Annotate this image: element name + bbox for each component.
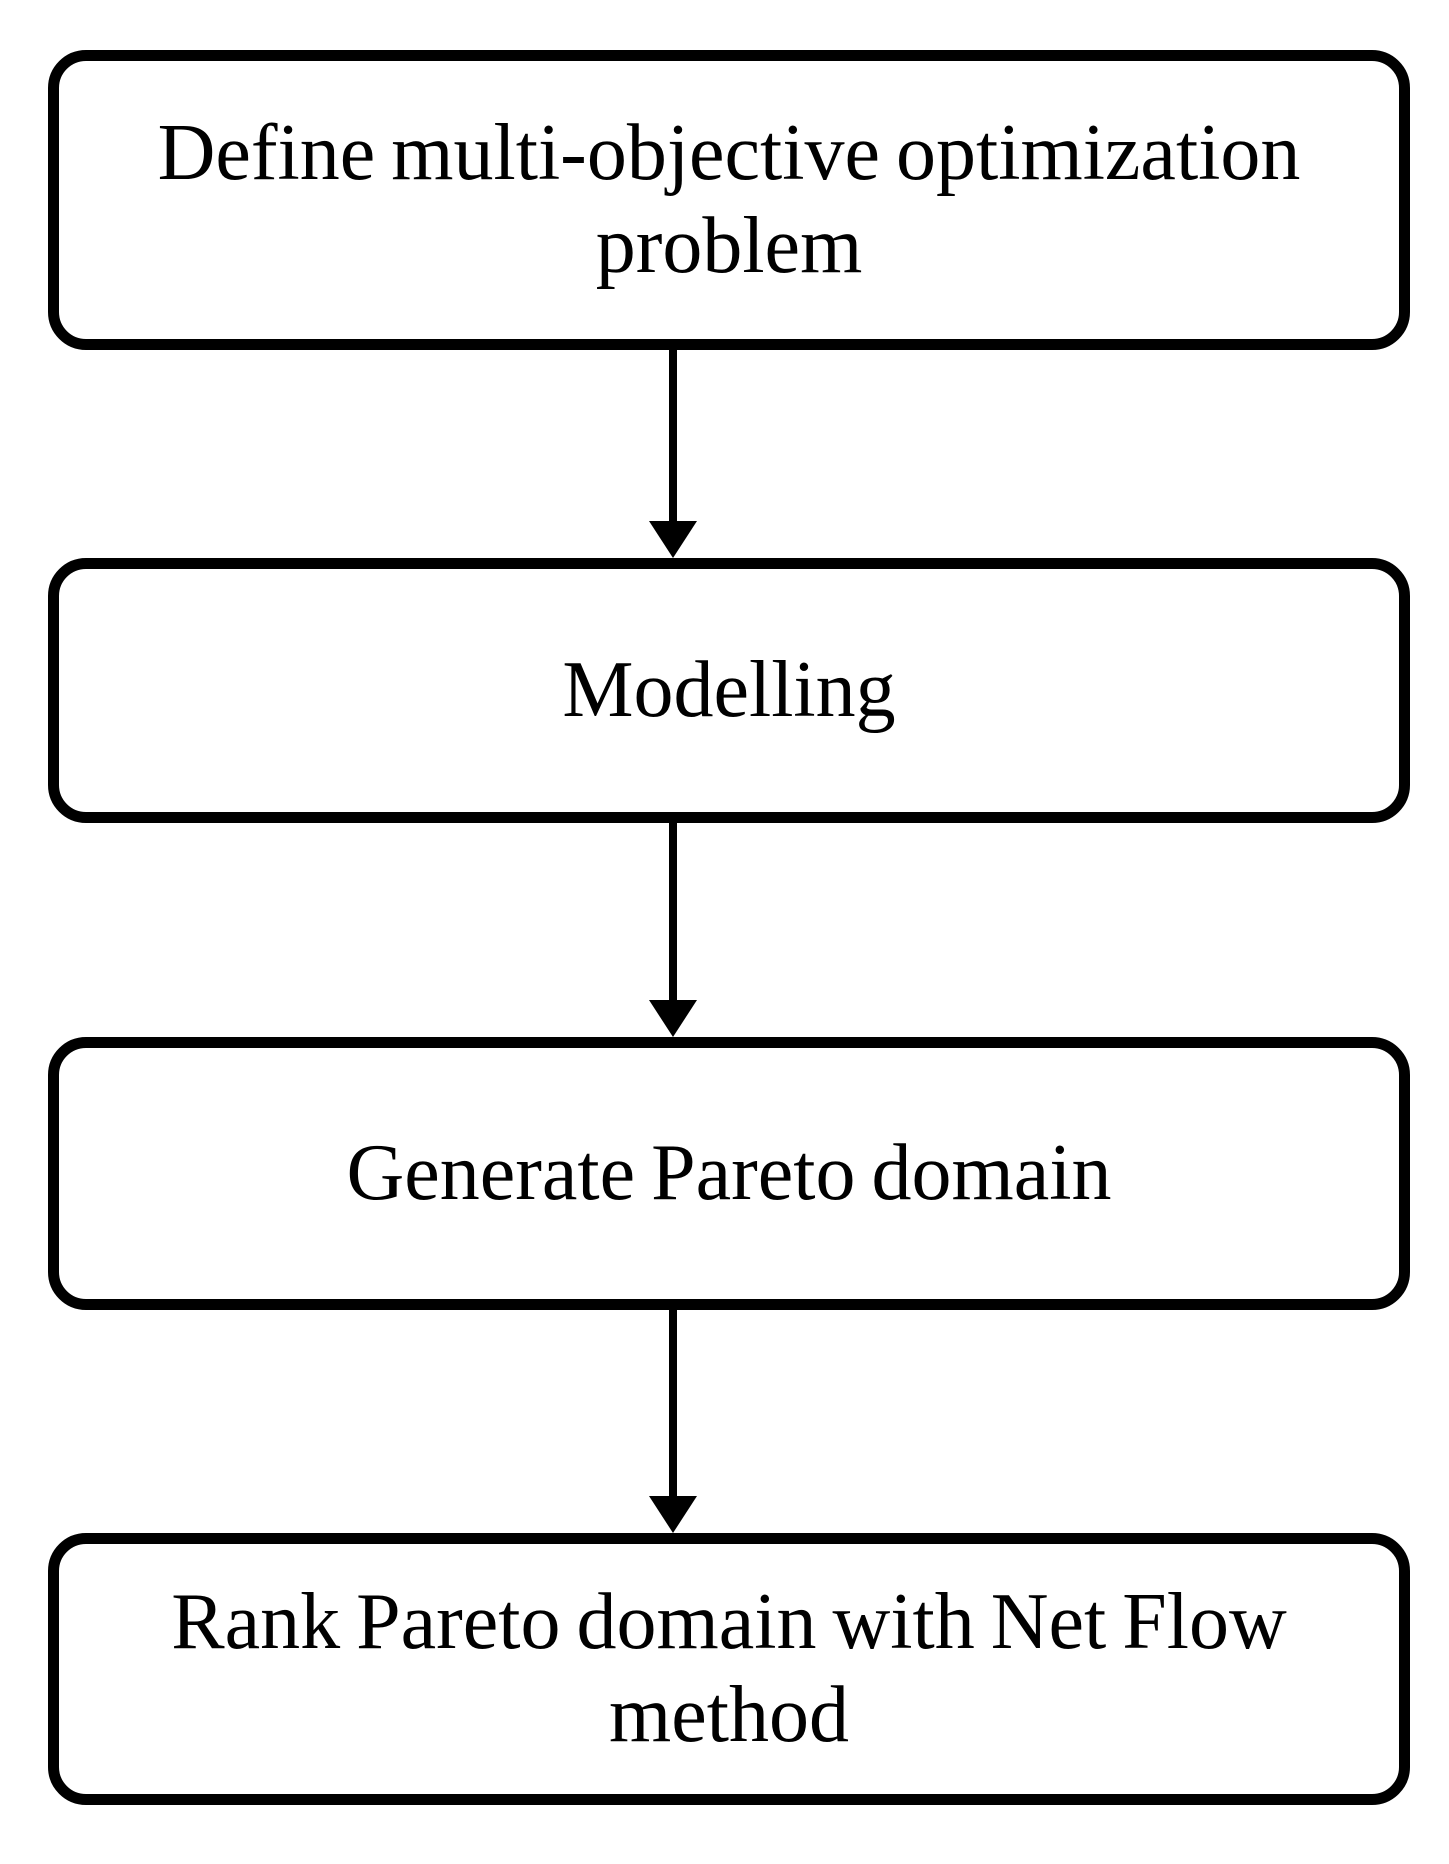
flowchart-node-rank-pareto-domain: Rank Pareto domain with Net Flow method <box>48 1533 1410 1805</box>
flowchart-node-define-problem: Define multi-objective optimization prob… <box>48 50 1410 350</box>
node-label-rank-pareto-domain: Rank Pareto domain with Net Flow method <box>171 1578 1287 1759</box>
arrow-stem <box>669 1310 677 1496</box>
arrow-stem <box>669 350 677 521</box>
flowchart-node-generate-pareto-domain: Generate Pareto domain <box>48 1037 1410 1310</box>
arrow-head <box>649 1000 697 1037</box>
arrow-stem <box>669 823 677 1000</box>
flow-arrow-down-icon <box>649 1310 697 1533</box>
flow-arrow-down-icon <box>649 350 697 558</box>
flow-arrow-down-icon <box>649 823 697 1037</box>
node-label-define-problem: Define multi-objective optimization prob… <box>157 109 1301 290</box>
node-label-generate-pareto-domain: Generate Pareto domain <box>346 1129 1112 1218</box>
node-label-modelling: Modelling <box>562 646 896 735</box>
arrow-head <box>649 1496 697 1533</box>
flowchart-node-modelling: Modelling <box>48 558 1410 823</box>
arrow-head <box>649 521 697 558</box>
